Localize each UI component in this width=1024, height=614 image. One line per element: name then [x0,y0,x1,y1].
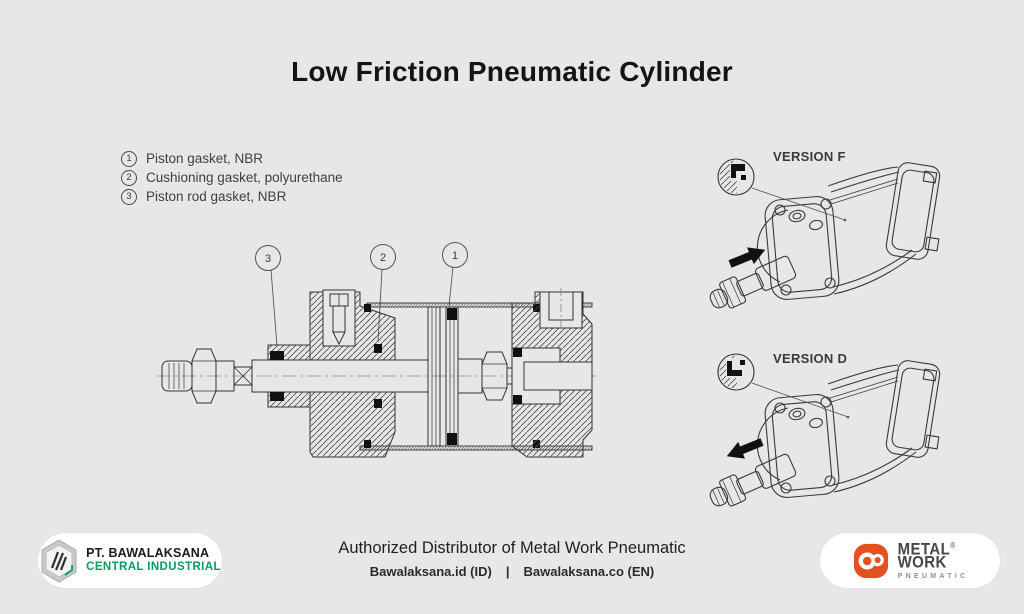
divider: | [505,564,510,579]
registered-mark: ® [950,542,956,551]
svg-text:1: 1 [452,250,458,262]
air-port [539,288,583,332]
gasket-profile-f [731,164,745,178]
cylinder-barrel [359,302,593,451]
website-line: Bawalaksana.id (ID) | Bawalaksana.co (EN… [0,564,1024,579]
gasket-profile-d [727,361,742,376]
callout-2: 2 [370,244,396,270]
callouts: 3 2 1 [255,242,468,271]
company-name: PT. BAWALAKSANA [86,546,210,561]
piston [427,306,459,447]
legend-item-label: Piston rod gasket, NBR [146,189,287,204]
circled-number-icon: 3 [121,188,137,205]
metalwork-emblem-icon [853,543,888,578]
bawalaksana-logo-badge: PT. BAWALAKSANA CENTRAL INDUSTRIAL [38,533,222,588]
svg-text:2: 2 [380,252,386,264]
circled-number-icon: 2 [121,169,137,186]
version-f-drawing [705,158,942,316]
cushioning-gasket-seal [374,344,382,353]
rod-gasket-seal [270,392,284,401]
cushioning-adjustment-screw [322,289,356,347]
rear-end-cap [511,288,593,458]
website-en: Bawalaksana.co (EN) [523,564,655,579]
svg-text:3: 3 [265,253,271,265]
metalwork-subtitle: PNEUMATIC [897,573,969,580]
bawalaksana-hexagon-icon [41,538,77,583]
version-d-drawing [705,353,942,514]
piston-gasket-seal [447,433,457,445]
legend-item-label: Cushioning gasket, polyurethane [146,170,343,185]
piston-gasket-seal [447,308,457,320]
metalwork-word-1: METAL® [897,540,956,560]
front-end-cap [267,289,396,458]
cushioning-gasket-seal [374,399,382,408]
cylinder-cross-section-drawing: 3 2 1 [157,242,601,458]
airflow-arrow-out-icon [726,438,764,459]
company-subtitle: CENTRAL INDUSTRIAL [86,561,221,574]
version-d-label: VERSION D [773,351,848,366]
callout-1: 1 [442,242,468,268]
circled-number-icon: 1 [121,150,137,167]
gasket-detail-circle-d [717,353,755,391]
airflow-arrow-in-icon [728,247,766,268]
callout-3: 3 [255,245,281,271]
detail-leader-line [751,187,846,221]
gasket-legend: 1 Piston gasket, NBR 2 Cushioning gasket… [121,149,343,206]
legend-item-3: 3 Piston rod gasket, NBR [121,187,343,206]
website-id: Bawalaksana.id (ID) [369,564,492,579]
version-f-label: VERSION F [773,149,846,164]
page-title: Low Friction Pneumatic Cylinder [291,56,733,87]
metalwork-word-2: WORK [897,552,947,572]
rod-gasket-seal [270,351,284,360]
gasket-detail-circle-f [717,158,755,196]
metalwork-logo-badge: METAL® WORK PNEUMATIC [820,533,1000,588]
distributor-statement: Authorized Distributor of Metal Work Pne… [338,539,686,557]
detail-leader-line [751,382,849,418]
legend-item-2: 2 Cushioning gasket, polyurethane [121,168,343,187]
legend-item-1: 1 Piston gasket, NBR [121,149,343,168]
legend-item-label: Piston gasket, NBR [146,151,264,166]
